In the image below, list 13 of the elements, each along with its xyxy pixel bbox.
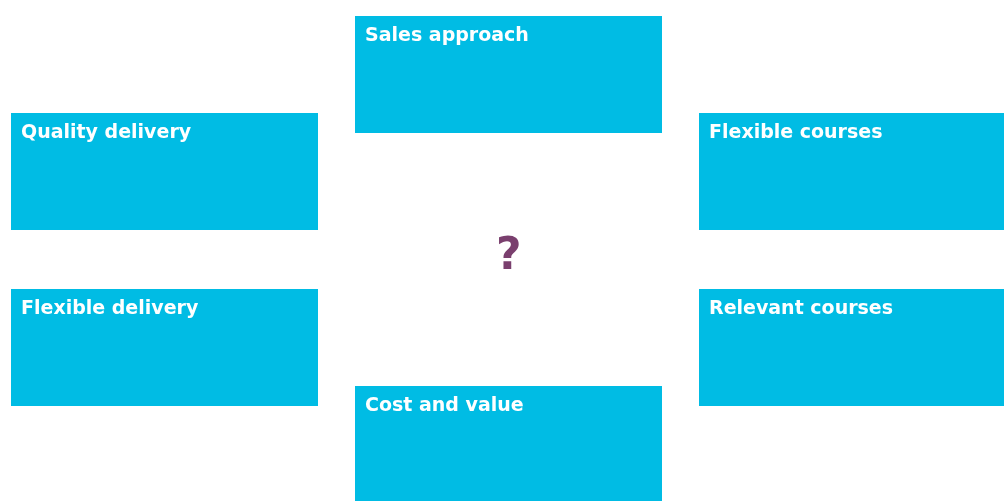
topic-heading: Flexible delivery [21,296,199,318]
topic-box [355,386,662,501]
topic-heading: Quality delivery [21,120,192,142]
topic-box [355,16,662,133]
topic-box [11,289,318,406]
topic-box [699,289,1004,406]
topic-heading: Flexible courses [709,120,883,142]
topic-heading: Sales approach [365,23,529,45]
question-mark: ? [496,228,522,279]
topic-heading: Cost and value [365,393,524,415]
topic-box [699,113,1004,230]
topic-heading: Relevant courses [709,296,894,318]
topic-box [11,113,318,230]
